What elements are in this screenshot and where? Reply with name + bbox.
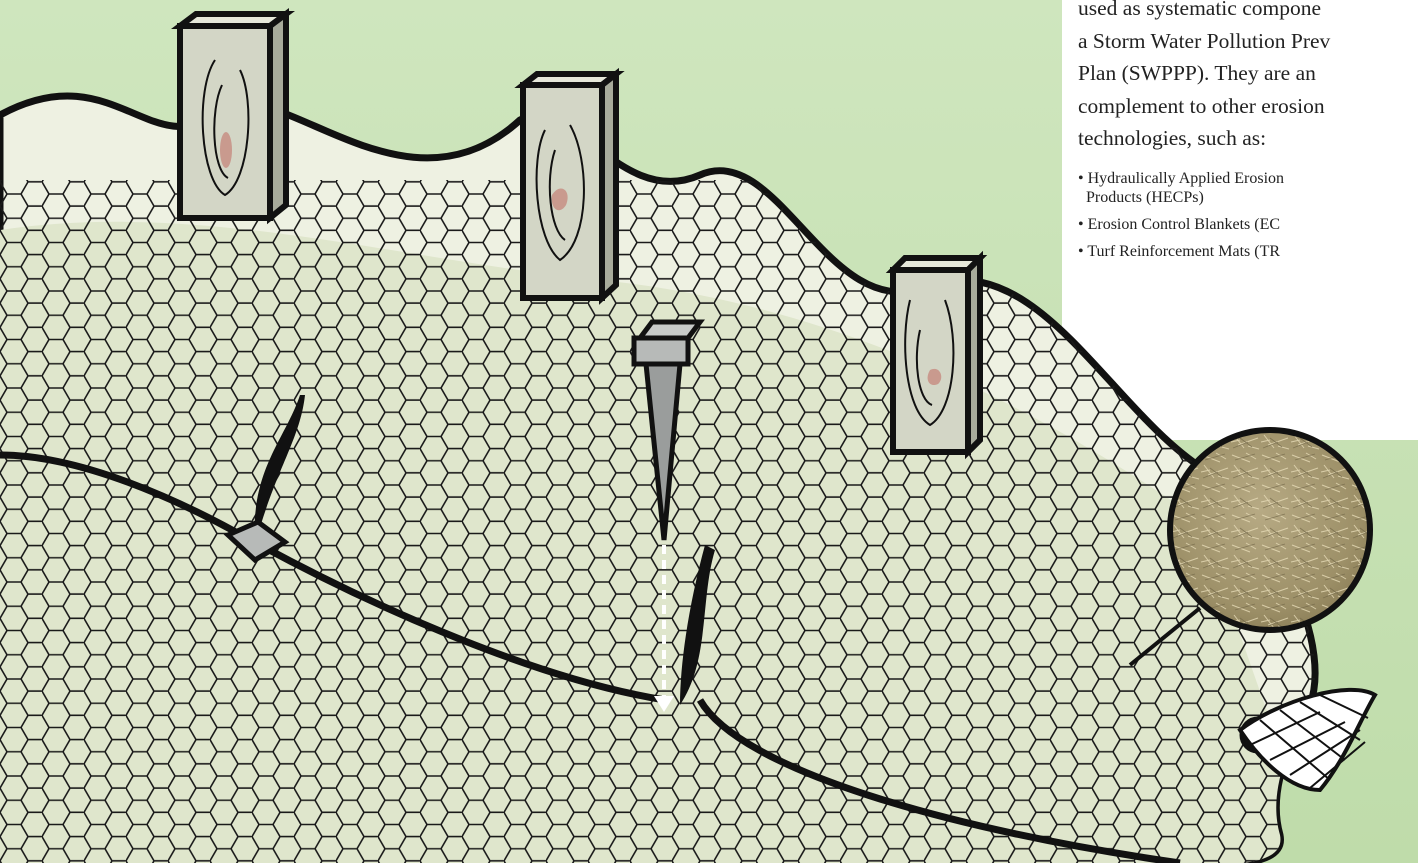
wooden-stake-icon xyxy=(893,258,980,452)
intro-line: Plan (SWPPP). They are an xyxy=(1078,57,1418,90)
list-item-text: • Hydraulically Applied Erosion xyxy=(1078,170,1284,187)
wooden-stake-icon xyxy=(523,74,616,298)
list-item-text: • Erosion Control Blankets (EC xyxy=(1078,216,1280,233)
list-item: • Turf Reinforcement Mats (TR xyxy=(1078,242,1418,261)
intro-line: used as systematic compone xyxy=(1078,0,1418,25)
intro-line: a Storm Water Pollution Prev xyxy=(1078,25,1418,58)
technology-list: • Hydraulically Applied Erosion Products… xyxy=(1078,169,1418,261)
list-item-text: • Turf Reinforcement Mats (TR xyxy=(1078,243,1280,260)
list-item: • Erosion Control Blankets (EC xyxy=(1078,215,1418,234)
intro-line: technologies, such as: xyxy=(1078,122,1418,155)
wooden-stake-icon xyxy=(180,14,286,218)
description-panel: used as systematic compone a Storm Water… xyxy=(1078,0,1418,269)
fiber-magnifier-icon xyxy=(1170,430,1370,630)
list-item-continuation: Products (HECPs) xyxy=(1078,188,1418,207)
list-item: • Hydraulically Applied Erosion Products… xyxy=(1078,169,1418,207)
intro-line: complement to other erosion xyxy=(1078,90,1418,123)
